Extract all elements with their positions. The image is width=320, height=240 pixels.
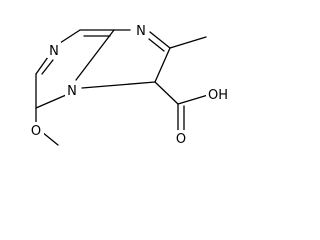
bond-c2-c3 xyxy=(154,47,171,83)
bond-n1-c2-inner xyxy=(148,38,165,52)
atom-label-n4: N xyxy=(67,84,77,99)
bond-n4-c8a xyxy=(75,29,115,81)
label-layer: N N N O O OH xyxy=(28,22,230,147)
atom-label-oh: OH xyxy=(208,88,228,103)
atom-label-o-methoxy: O xyxy=(31,124,41,139)
atom-label-n7: N xyxy=(49,44,59,59)
bond-layer xyxy=(35,29,209,146)
bond-c-oh xyxy=(177,94,209,105)
bond-c3-n4 xyxy=(81,81,156,89)
bond-c5-n4 xyxy=(35,94,67,109)
bond-n7-c6 xyxy=(35,56,49,75)
bond-n1-c2 xyxy=(149,31,171,49)
bond-c2-methyl xyxy=(169,36,207,49)
bond-o-methyl xyxy=(41,131,59,146)
bond-n7-c6-inner xyxy=(41,59,54,75)
molecule-structure: N N N O O OH xyxy=(28,22,230,147)
atom-label-n1: N xyxy=(136,24,146,39)
bond-c8-n7 xyxy=(59,29,81,44)
atom-label-o-carbonyl: O xyxy=(176,132,186,147)
bond-c3-carboxyl xyxy=(154,81,179,105)
